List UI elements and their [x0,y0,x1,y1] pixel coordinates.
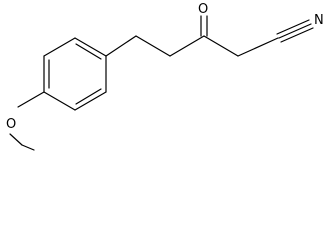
ring-bond-4 [43,91,76,111]
ch2-carbonyl-bond [169,35,205,57]
structure-diagram: O O N [6,2,324,151]
ch2-ch2-bond [135,35,171,57]
nitrile-group: N [276,13,324,43]
ring-ch2-bond [105,35,137,57]
nitrile-triple-bond-2 [278,23,312,39]
side-chain [105,35,279,57]
carbonyl-ch2-bond [203,35,239,57]
methoxy-oxygen-label: O [6,117,16,132]
carbonyl-group: O [198,2,208,37]
ring-double-bond-1 [75,43,102,60]
ch2-nitrile-bond [237,37,279,57]
ring-bond-6 [43,37,76,57]
structure-canvas: O O N [6,2,324,151]
nitrile-nitrogen-label: N [314,13,324,28]
benzene-ring [43,37,107,111]
aryl-oxygen-bond [17,91,45,108]
oxygen-methyl-bond [9,133,23,146]
methoxy-group: O [6,91,45,151]
methyl-tip-bond [21,144,35,151]
ring-bond-3 [74,91,107,111]
ring-bond-1 [74,37,107,57]
nitrile-triple-bond-3 [280,27,314,43]
carbonyl-oxygen-label: O [198,2,208,17]
ring-double-bond-2 [75,88,102,105]
nitrile-triple-bond-1 [276,19,310,35]
